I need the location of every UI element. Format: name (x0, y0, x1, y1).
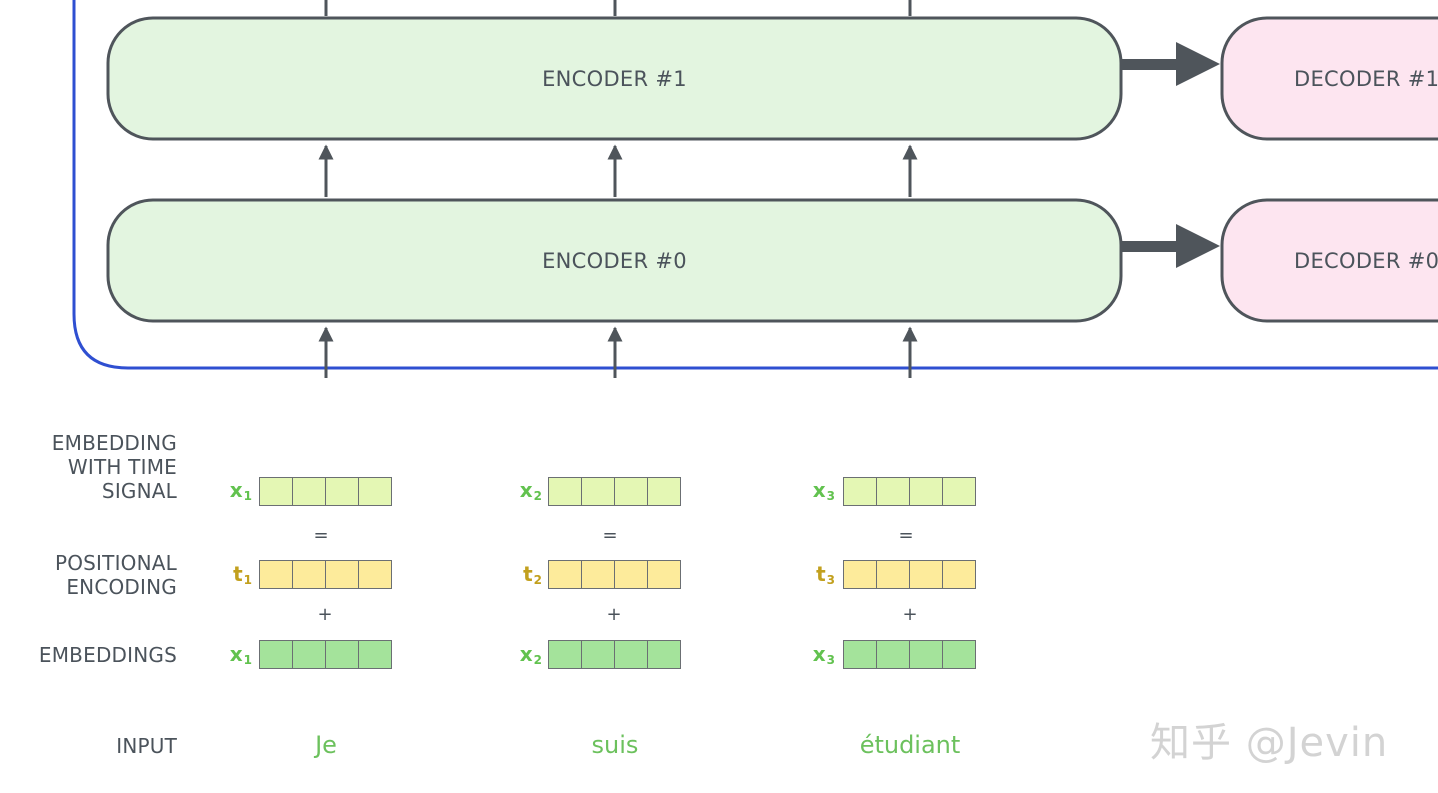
positional-vector (843, 560, 976, 589)
signal-vector (843, 477, 976, 506)
arrows-bottom (318, 326, 918, 378)
signal-vector-label: x1 (229, 478, 252, 503)
signal-vector (548, 477, 681, 506)
input-word: Je (315, 731, 337, 759)
input-word: étudiant (859, 731, 961, 759)
encoder-decoder-arrow-1 (1122, 42, 1220, 86)
positional-vector-label: t2 (523, 562, 542, 587)
embedding-vector-label: x1 (229, 642, 252, 667)
plus-sign: + (902, 604, 918, 625)
arrows-top (324, 0, 912, 16)
decoder-1-box (1220, 16, 1438, 141)
plus-sign: + (606, 604, 622, 625)
row-label-line: WITH TIME (67, 455, 177, 479)
embedding-vector-label: x2 (519, 642, 542, 667)
encoder-1-box (106, 16, 1123, 141)
equals-sign: = (602, 525, 618, 546)
row-label-line: POSITIONAL (54, 551, 177, 575)
embedding-vector (843, 640, 976, 669)
watermark: 知乎 @Jevin (1150, 720, 1389, 766)
row-label-embeddings: EMBEDDINGS (38, 643, 177, 667)
row-label-positional-encoding: POSITIONAL ENCODING (2, 551, 177, 599)
signal-vector-label: x3 (812, 478, 835, 503)
decoder-0-box (1220, 198, 1438, 323)
encoder-1-label: ENCODER #1 (542, 66, 687, 91)
decoder-1-label: DECODER #1 (1294, 66, 1438, 91)
plus-sign: + (317, 604, 333, 625)
row-label-line: ENCODING (66, 575, 177, 599)
row-label-line: SIGNAL (101, 479, 177, 503)
positional-vector-label: t1 (233, 562, 252, 587)
positional-vector-label: t3 (816, 562, 835, 587)
embedding-vector-label: x3 (812, 642, 835, 667)
decoder-0-label: DECODER #0 (1294, 248, 1438, 273)
positional-vector (548, 560, 681, 589)
signal-vector-label: x2 (519, 478, 542, 503)
embedding-vector (548, 640, 681, 669)
signal-vector (259, 477, 392, 506)
equals-sign: = (898, 525, 914, 546)
equals-sign: = (313, 525, 329, 546)
encoder-decoder-arrow-0 (1122, 224, 1220, 268)
encoder-0-box (106, 198, 1123, 323)
row-label-embedding-with-time-signal: EMBEDDING WITH TIME SIGNAL (2, 431, 177, 503)
row-label-input: INPUT (116, 734, 177, 758)
encoder-stack-border (72, 0, 1438, 370)
embedding-vector (259, 640, 392, 669)
arrows-middle (318, 144, 918, 197)
input-word: suis (591, 731, 639, 759)
encoder-0-label: ENCODER #0 (542, 248, 687, 273)
positional-vector (259, 560, 392, 589)
row-label-line: EMBEDDING (51, 431, 177, 455)
